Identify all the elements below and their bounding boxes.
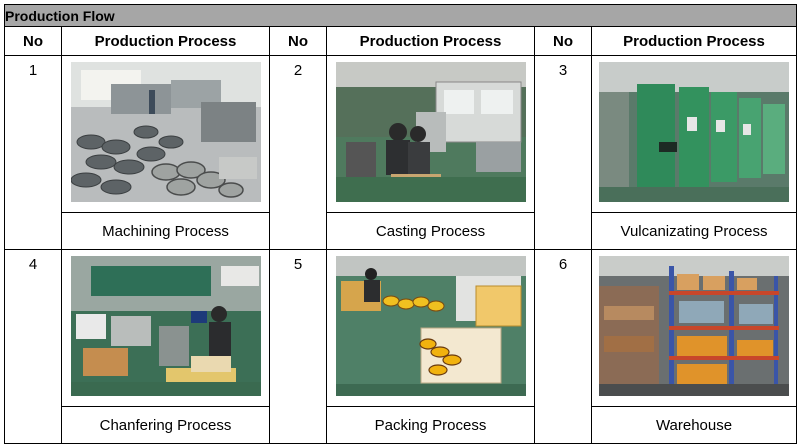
production-flow-sheet: Production Flow No Production Process No… <box>3 4 798 444</box>
production-flow-table: Production Flow No Production Process No… <box>3 4 798 444</box>
warehouse-photo <box>599 256 790 396</box>
casting-photo <box>335 62 526 202</box>
step-caption: Packing Process <box>326 406 535 444</box>
header-no: No <box>269 26 327 56</box>
step-number: 2 <box>269 55 327 250</box>
step-caption: Machining Process <box>61 212 270 250</box>
step-photo-cell <box>590 249 798 407</box>
step-photo-cell <box>326 55 535 213</box>
step-caption: Casting Process <box>326 212 535 250</box>
step-number: 4 <box>4 249 62 444</box>
header-production-process: Production Process <box>590 26 798 56</box>
header-production-process: Production Process <box>61 26 270 56</box>
header-no: No <box>534 26 592 56</box>
step-number: 6 <box>534 249 592 444</box>
step-number: 5 <box>269 249 327 444</box>
header-no: No <box>4 26 62 56</box>
step-photo-cell <box>590 55 798 213</box>
table-title: Production Flow <box>3 4 798 27</box>
header-production-process: Production Process <box>326 26 535 56</box>
step-caption: Chanfering Process <box>61 406 270 444</box>
chamfering-photo <box>70 256 261 396</box>
step-caption: Warehouse <box>590 406 798 444</box>
machining-photo <box>70 62 261 202</box>
vulcanizing-photo <box>599 62 790 202</box>
step-photo-cell <box>61 249 270 407</box>
packing-photo <box>335 256 526 396</box>
step-photo-cell <box>326 249 535 407</box>
step-number: 1 <box>4 55 62 250</box>
step-caption: Vulcanizating Process <box>590 212 798 250</box>
step-photo-cell <box>61 55 270 213</box>
step-number: 3 <box>534 55 592 250</box>
